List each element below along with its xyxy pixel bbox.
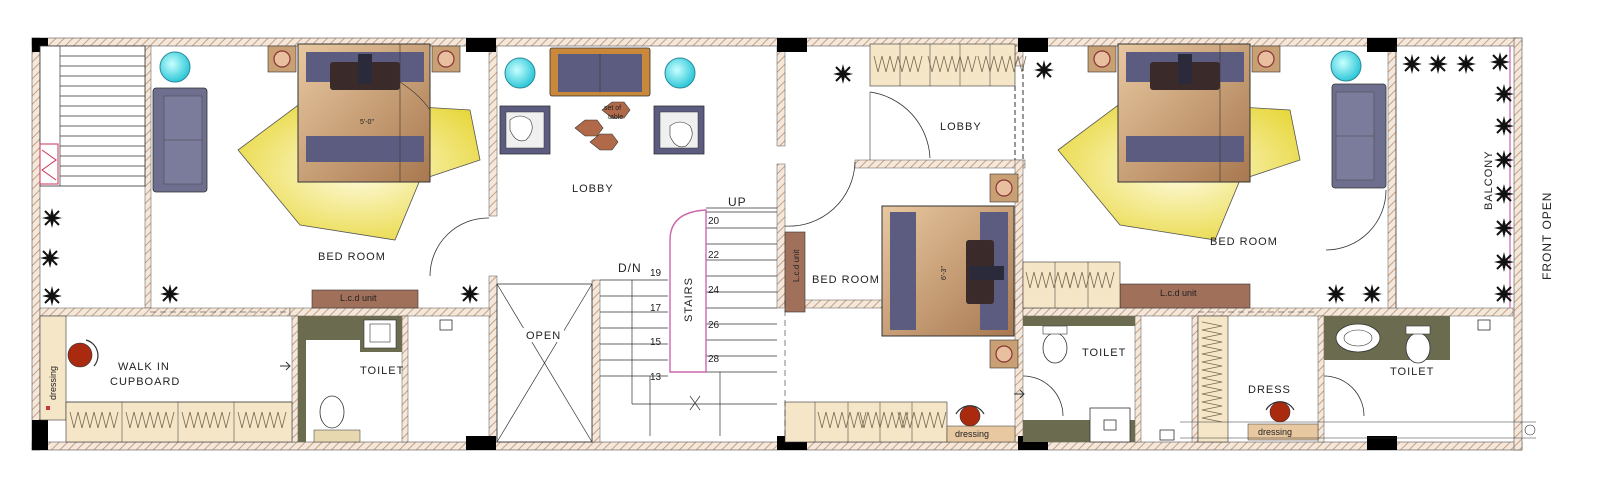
room-label-balcony: BALCONY (1483, 150, 1495, 210)
front-open-label: FRONT OPEN (1540, 192, 1554, 280)
staircase: UP D/N STAIRS 19 17 15 13 20 22 24 26 28 (600, 195, 777, 436)
sofa (152, 87, 208, 193)
lamp-icon (1330, 50, 1362, 82)
svg-text:15: 15 (650, 337, 662, 348)
dress-room: DRESS dressing (1197, 315, 1365, 443)
toilet-right: TOILET (1103, 316, 1491, 441)
walk-in-cupboard: dressing WALK IN CUPBOARD (39, 315, 293, 443)
svg-text:DRESS: DRESS (1248, 384, 1291, 396)
middle-bedroom: L.c.d unit BED ROOM 6'-3" dressing (784, 173, 1019, 443)
svg-text:22: 22 (708, 250, 720, 261)
svg-text:table: table (608, 114, 623, 121)
door-swing (429, 217, 490, 277)
room-label-bed-room-right: BED ROOM (1210, 236, 1278, 248)
svg-text:13: 13 (650, 372, 662, 383)
lcd-unit-right: L.c.d unit (1119, 283, 1251, 309)
svg-text:19: 19 (650, 268, 662, 279)
svg-text:dressing: dressing (1258, 427, 1292, 437)
svg-text:dressing: dressing (955, 429, 989, 439)
svg-text:L.c.d unit: L.c.d unit (340, 293, 377, 303)
svg-text:set of: set of (604, 105, 621, 112)
left-bedroom: 5'-0" BED ROOM L.c.d unit (39, 43, 490, 309)
room-label-bed-room-middle: BED ROOM (812, 274, 880, 286)
svg-text:28: 28 (708, 354, 720, 365)
side-table-left (267, 45, 461, 73)
lamp-icon (159, 51, 191, 83)
svg-text:TOILET: TOILET (1390, 366, 1434, 378)
svg-text:L.c.d unit: L.c.d unit (1160, 288, 1197, 298)
set-of-table: set of table (574, 101, 631, 151)
right-lobby: LOBBY (784, 43, 1055, 227)
side-table-right (1087, 45, 1281, 73)
armchair-right (653, 105, 705, 155)
right-bedroom: BED ROOM L.c.d unit (1022, 43, 1387, 309)
svg-text:24: 24 (708, 285, 720, 296)
svg-text:L.c.d unit: L.c.d unit (792, 249, 801, 282)
exterior-steps (39, 45, 146, 187)
svg-text:TOILET: TOILET (360, 365, 404, 377)
stair-rail (669, 209, 707, 373)
open-shaft: OPEN (496, 283, 593, 443)
svg-text:TOILET: TOILET (1082, 347, 1126, 359)
toilet-left: TOILET (280, 316, 453, 443)
svg-text:CUPBOARD: CUPBOARD (110, 376, 180, 388)
room-label-bed-room-left: BED ROOM (318, 251, 386, 263)
lamp-icon (664, 57, 696, 89)
svg-text:20: 20 (708, 216, 720, 227)
svg-text:5'-0": 5'-0" (360, 119, 374, 126)
svg-text:WALK IN: WALK IN (118, 361, 170, 373)
sofa (1331, 83, 1387, 189)
toilet-middle: TOILET (1014, 316, 1135, 443)
dashed-lines (150, 300, 1318, 440)
balcony: BALCONY (1180, 46, 1536, 439)
armchair-left (499, 105, 551, 155)
lamp-icon (504, 57, 536, 89)
columns (32, 38, 1397, 450)
left-lobby: set of table LOBBY (499, 47, 705, 195)
svg-text:17: 17 (650, 303, 662, 314)
room-label-open: OPEN (526, 330, 561, 342)
svg-text:6'-3": 6'-3" (941, 266, 948, 280)
room-label-lobby-right: LOBBY (940, 121, 982, 133)
lcd-unit-left: L.c.d unit (311, 289, 419, 309)
lcd-unit-middle: L.c.d unit (784, 231, 806, 313)
stair-down-label: D/N (618, 261, 642, 275)
room-label-lobby-left: LOBBY (572, 183, 614, 195)
side-table-middle (989, 173, 1019, 369)
svg-text:dressing: dressing (48, 366, 58, 400)
svg-text:26: 26 (708, 320, 720, 331)
stairs-label: STAIRS (683, 277, 695, 322)
stair-up-label: UP (728, 195, 747, 209)
